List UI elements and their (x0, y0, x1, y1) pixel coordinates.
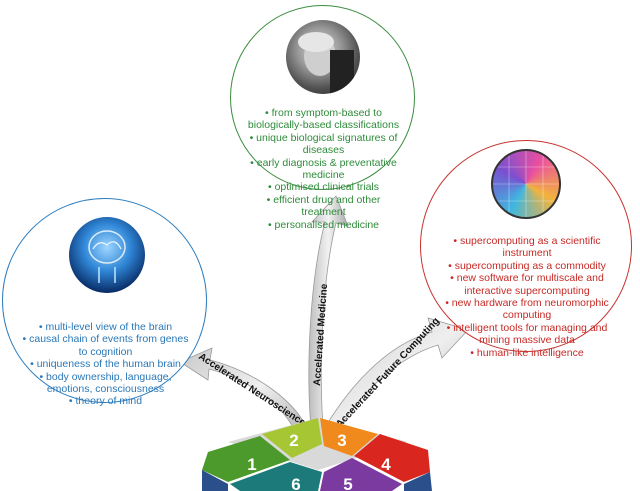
puzzle-piece-5 (320, 458, 402, 491)
elderly-woman-photo (286, 20, 360, 94)
brain-head-icon (88, 230, 126, 283)
puzzle-piece-3 (320, 418, 378, 456)
chip-grid-icon (493, 151, 559, 217)
medicine-list: from symptom-based to biologically-based… (245, 107, 402, 231)
computing-item: human-like intelligence (433, 347, 621, 359)
computing-circle: supercomputing as a scientific instrumen… (420, 140, 632, 359)
neuroscience-item: causal chain of events from genes to cog… (21, 333, 190, 358)
computing-item: supercomputing as a scientific instrumen… (433, 235, 621, 260)
puzzle-piece-6 (230, 462, 322, 491)
medicine-item: efficient drug and other treatment (245, 194, 402, 219)
neuroscience-arrow-label: Accelerated Neuroscience (196, 351, 307, 429)
puzzle-piece-4 (354, 434, 430, 482)
computing-item: intelligent tools for managing and minin… (433, 322, 621, 347)
puzzle-label-4: 4 (381, 455, 391, 474)
medicine-item: personalised medicine (245, 219, 402, 231)
puzzle-label-6: 6 (291, 475, 300, 491)
medicine-item: optimised clinical trials (245, 181, 402, 193)
medicine-item: unique biological signatures of diseases (245, 132, 402, 157)
neuroscience-item: multi-level view of the brain (21, 321, 190, 333)
puzzle-cube: 1 2 3 4 5 6 (202, 418, 432, 491)
silicon-wafer-photo (491, 149, 561, 219)
puzzle-label-2: 2 (289, 431, 298, 450)
neuroscience-item: body ownership, language, emotions, cons… (21, 371, 190, 396)
neuroscience-item: uniqueness of the human brain (21, 358, 190, 370)
computing-item: supercomputing as a commodity (433, 260, 621, 272)
computing-item: new software for multiscale and interact… (433, 272, 621, 297)
digital-brain-head-photo (69, 217, 145, 293)
computing-list: supercomputing as a scientific instrumen… (433, 235, 621, 359)
cube-left-side (202, 470, 228, 491)
medicine-item: from symptom-based to biologically-based… (245, 107, 402, 132)
medicine-item: early diagnosis & preventative medicine (245, 157, 402, 182)
puzzle-piece-1 (202, 436, 290, 482)
puzzle-label-1: 1 (247, 455, 256, 474)
computing-item: new hardware from neuromorphic computing (433, 297, 621, 322)
neuroscience-circle: multi-level view of the brain causal cha… (2, 198, 207, 407)
puzzle-label-5: 5 (343, 475, 352, 491)
cube-right-side (404, 472, 432, 491)
puzzle-label-3: 3 (337, 431, 346, 450)
neuroscience-list: multi-level view of the brain causal cha… (21, 321, 190, 408)
puzzle-piece-2 (262, 418, 322, 458)
portrait-icon (298, 32, 354, 94)
neuroscience-item: theory of mind (21, 395, 190, 407)
medicine-circle: from symptom-based to biologically-based… (230, 5, 415, 231)
computing-arrow-label: Accelerated Future Computing (334, 316, 442, 430)
